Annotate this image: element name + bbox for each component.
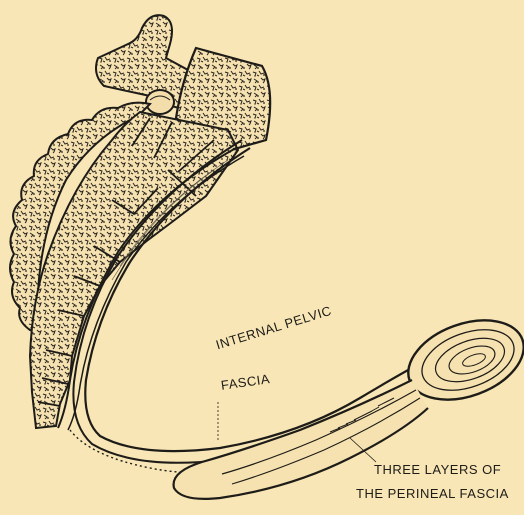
perineal-fascia-layers: [174, 380, 428, 499]
label-three-layers: THREE LAYERS OF: [374, 462, 501, 477]
label-perineal-fascia: THE PERINEAL FASCIA: [356, 486, 509, 501]
